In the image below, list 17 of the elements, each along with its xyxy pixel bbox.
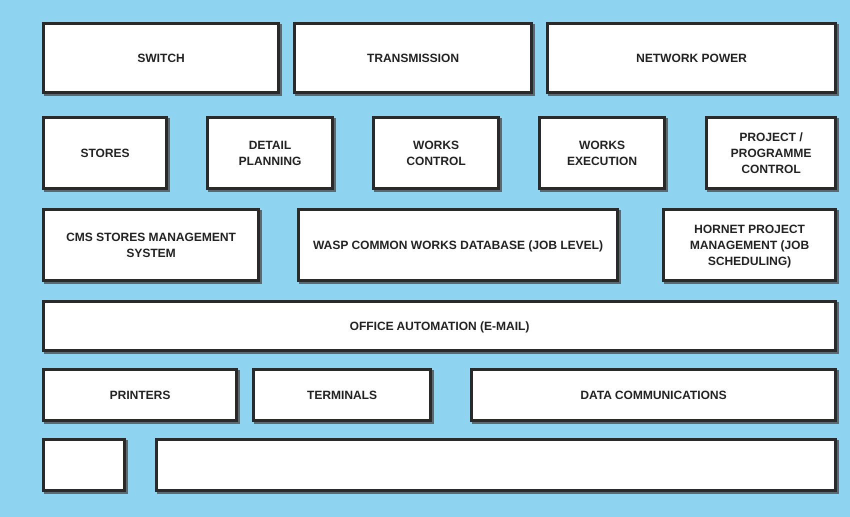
system-block (155, 438, 837, 492)
system-block: OFFICE AUTOMATION (E-MAIL) (42, 300, 837, 352)
system-block: HORNET PROJECT MANAGEMENT (JOB SCHEDULING) (662, 208, 837, 282)
system-block: DETAIL PLANNING (206, 116, 334, 190)
system-block: CMS STORES MANAGEMENT SYSTEM (42, 208, 260, 282)
system-block: TRANSMISSION (293, 22, 533, 94)
system-block: SWITCH (42, 22, 280, 94)
system-block (42, 438, 126, 492)
system-block: STORES (42, 116, 168, 190)
system-block: WASP COMMON WORKS DATABASE (JOB LEVEL) (297, 208, 619, 282)
system-block: WORKS EXECUTION (538, 116, 666, 190)
system-block: TERMINALS (252, 368, 432, 422)
system-block: PROJECT / PROGRAMME CONTROL (705, 116, 837, 190)
system-block: DATA COMMUNICATIONS (470, 368, 837, 422)
system-block: NETWORK POWER (546, 22, 837, 94)
system-block: PRINTERS (42, 368, 238, 422)
system-block: WORKS CONTROL (372, 116, 500, 190)
